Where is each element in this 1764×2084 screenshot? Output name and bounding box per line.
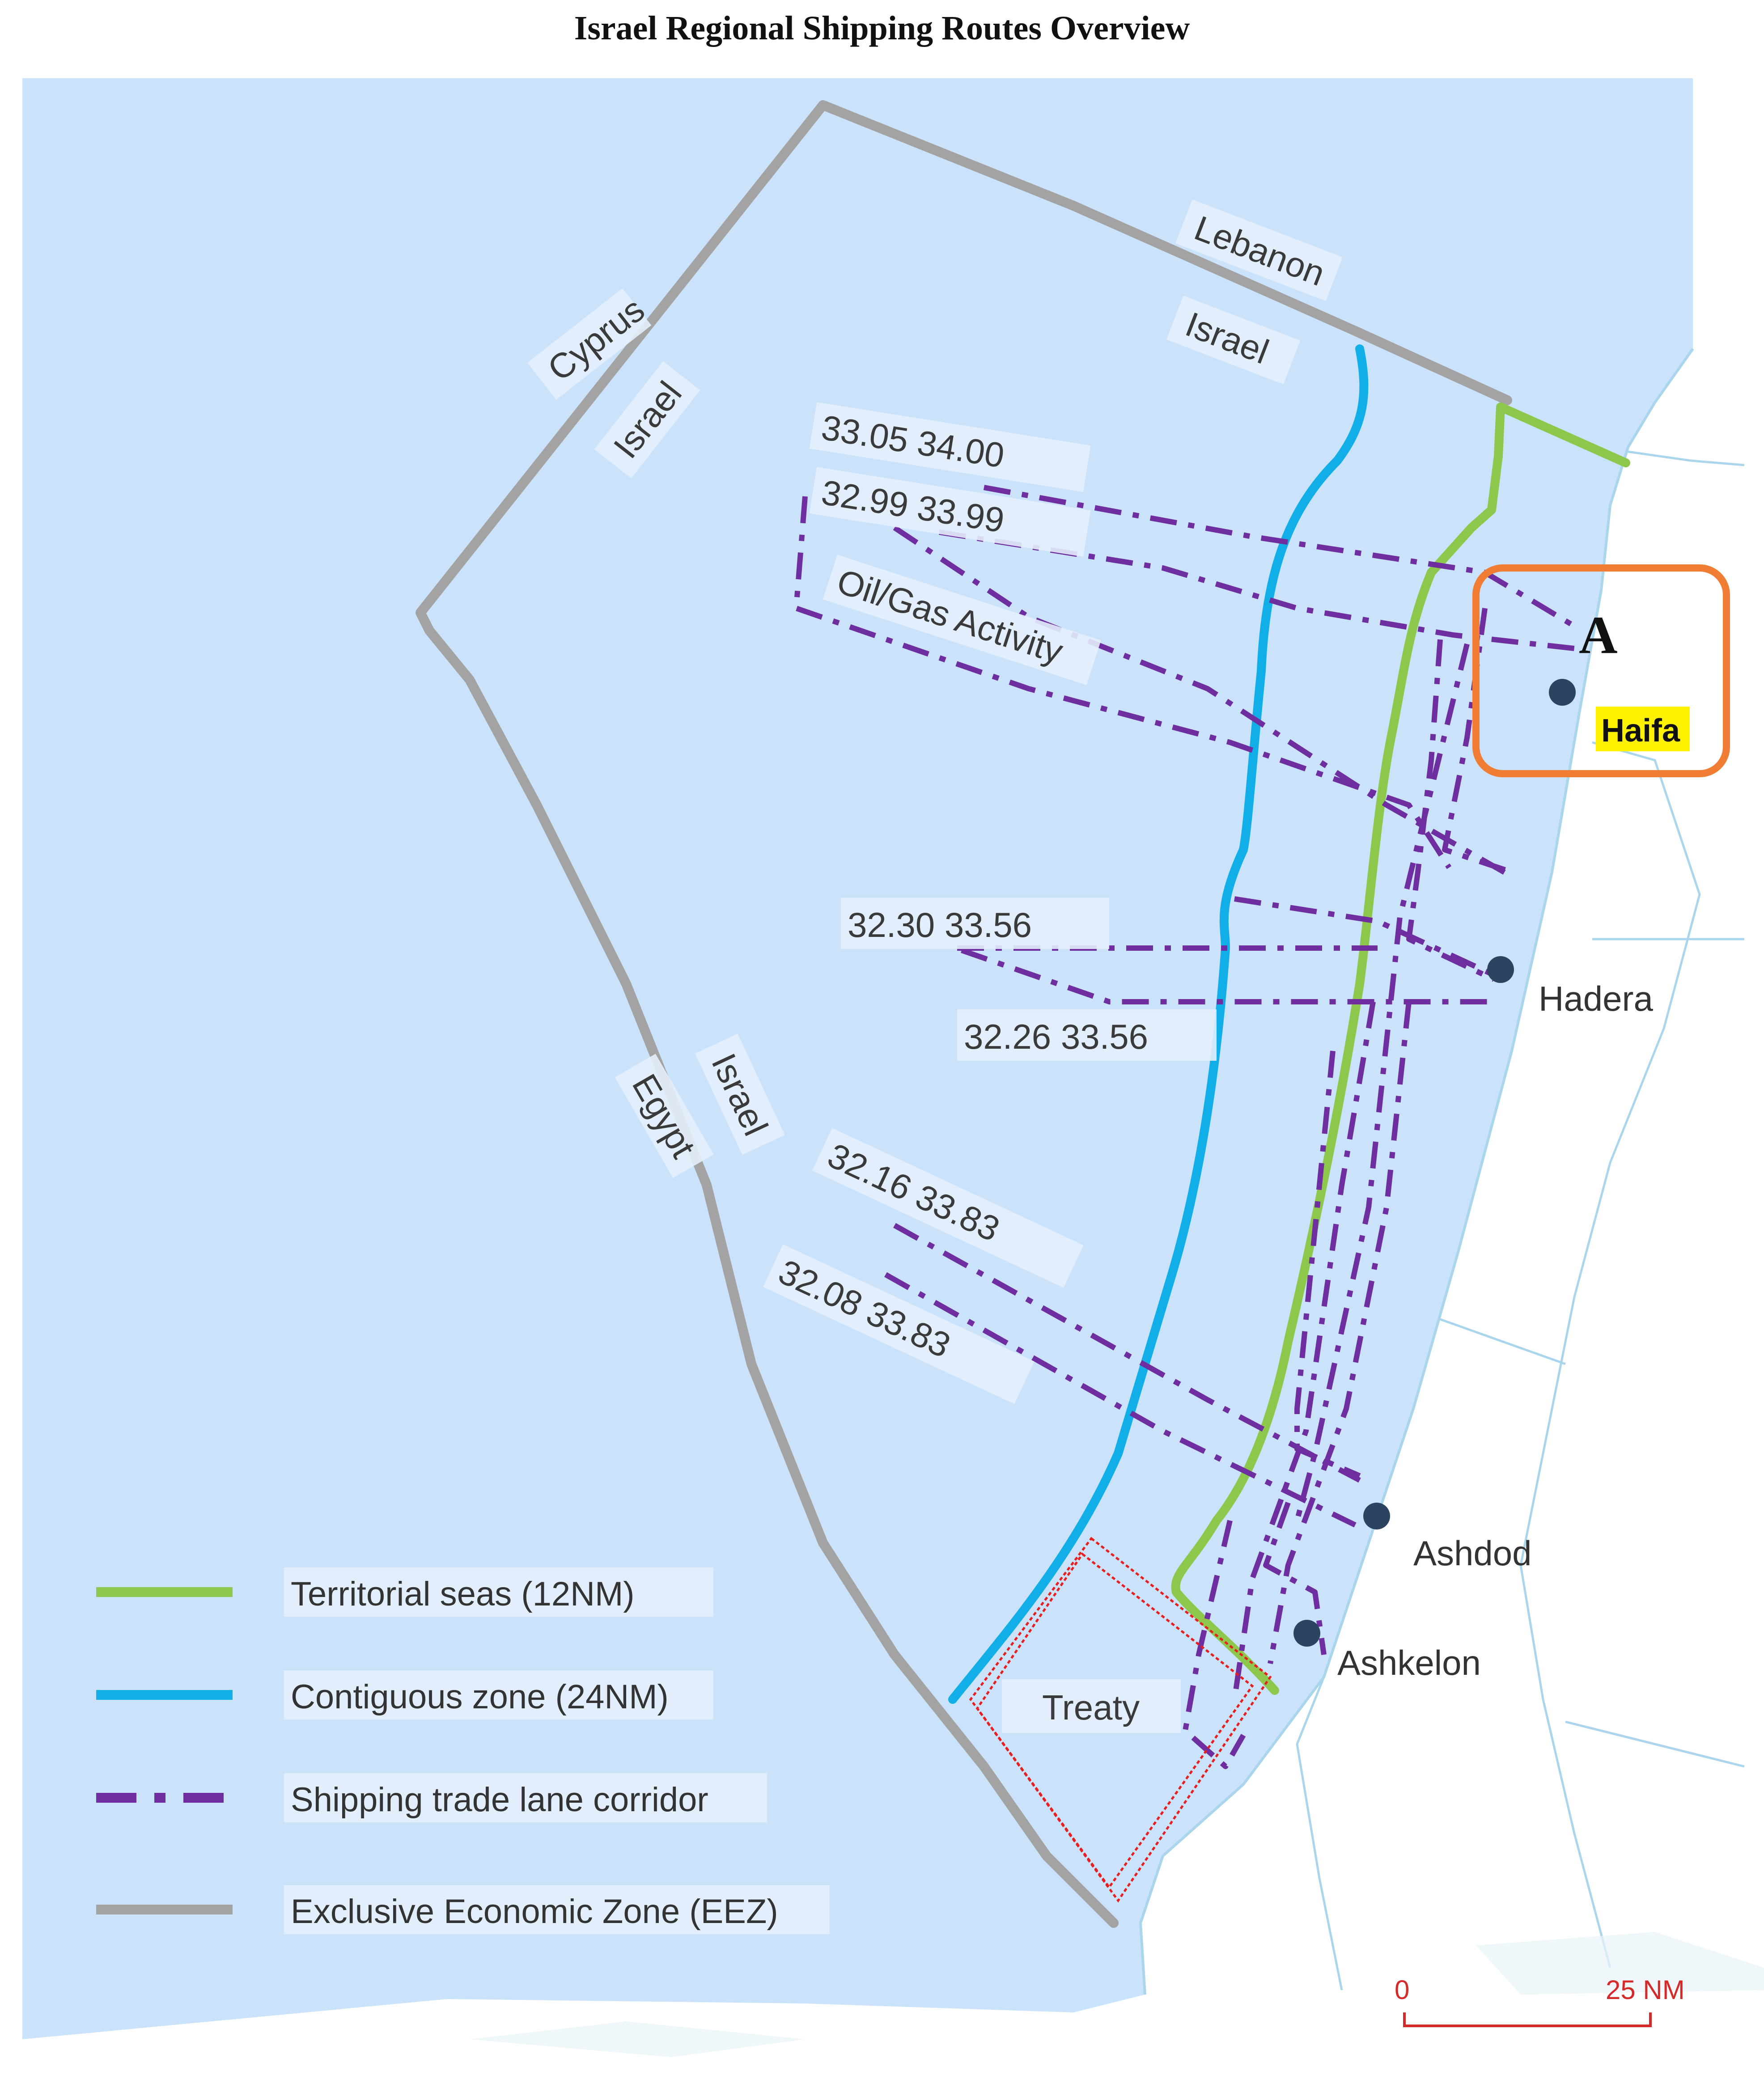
coastline <box>1139 348 1694 1995</box>
highlight-marker: A <box>1579 605 1618 665</box>
scale-bar-start: 0 <box>1395 1975 1409 2005</box>
city-dot-haifa[interactable] <box>1549 679 1576 706</box>
city-label-hadera: Hadera <box>1539 979 1653 1018</box>
treaty-label-text: Treaty <box>1042 1688 1140 1727</box>
map-title: Israel Regional Shipping Routes Overview <box>574 9 1190 47</box>
treaty-area <box>969 1537 1272 1903</box>
legend-label-shipping: Shipping trade lane corridor <box>291 1781 708 1819</box>
shore-shading <box>470 1932 1764 2057</box>
coord-label-4-text: 32.26 33.56 <box>964 1017 1148 1056</box>
highlight-box[interactable] <box>1472 564 1730 777</box>
legend-label-eez: Exclusive Economic Zone (EEZ) <box>291 1893 778 1931</box>
scale-bar-line <box>1403 2012 1652 2027</box>
city-dot-hadera[interactable] <box>1487 956 1514 983</box>
coord-label-3: 32.30 33.56 <box>841 898 1109 949</box>
contiguous-zone-line <box>948 344 1369 1704</box>
legend: Territorial seas (12NM) Contiguous zone … <box>96 1567 830 1934</box>
legend-label-territorial: Territorial seas (12NM) <box>291 1575 635 1613</box>
coord-label-3-text: 32.30 33.56 <box>848 905 1032 945</box>
city-label-haifa: Haifa <box>1601 713 1680 749</box>
land-boundary-line <box>1296 450 1745 1991</box>
legend-label-contiguous: Contiguous zone (24NM) <box>291 1678 669 1716</box>
city-dot-ashkelon[interactable] <box>1293 1620 1320 1647</box>
treaty-label: Treaty <box>1002 1679 1181 1733</box>
eez-boundary <box>416 100 1512 1928</box>
city-label-ashkelon: Ashkelon <box>1337 1643 1481 1682</box>
city-dot-ashdod[interactable] <box>1363 1503 1390 1529</box>
scale-bar: 0 25 NM <box>1395 1975 1685 2027</box>
territorial-seas-line <box>1171 402 1630 1695</box>
coord-label-4: 32.26 33.56 <box>957 1009 1217 1061</box>
eez-boundary-north <box>1353 326 1510 405</box>
city-label-ashdod: Ashdod <box>1413 1533 1532 1573</box>
scale-bar-end: 25 NM <box>1606 1975 1685 2005</box>
haifa-label-bg <box>1596 707 1690 751</box>
